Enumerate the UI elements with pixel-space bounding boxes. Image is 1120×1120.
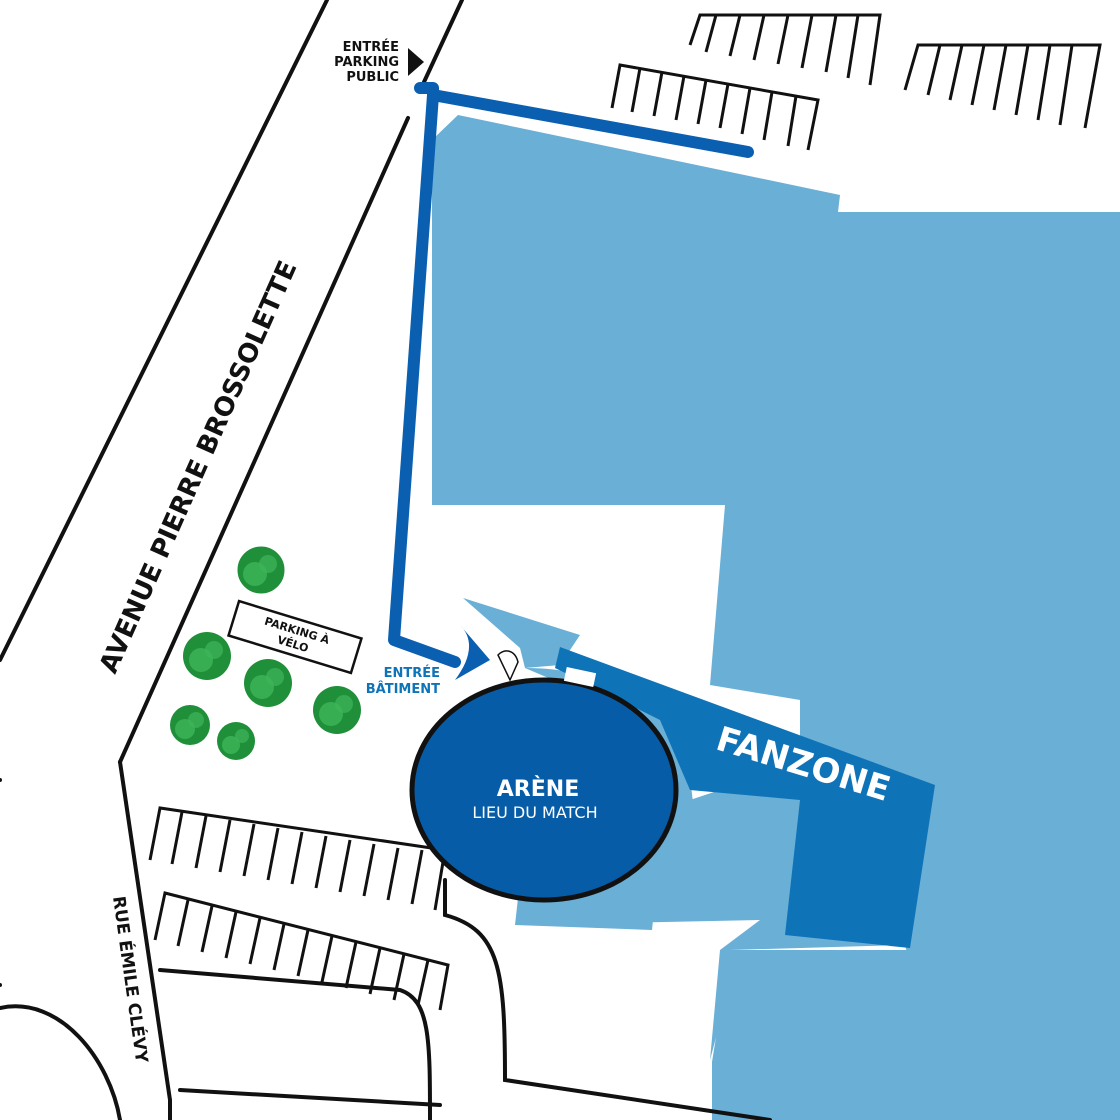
avenue-edge-left: [0, 0, 329, 662]
parking-lot-top-right: [610, 13, 1102, 151]
arena-title: ARÈNE: [497, 776, 579, 802]
tree-icon: [313, 686, 361, 734]
street-edge-right: [118, 760, 172, 1120]
tree-icon: [217, 722, 255, 760]
lower-site-area: [712, 950, 1120, 1120]
tree-icon: [244, 659, 292, 707]
parking-road-edge: [443, 878, 772, 1120]
building-entrance-line2: BÂTIMENT: [366, 681, 440, 697]
parking-entrance-line2: PARKING: [334, 55, 399, 70]
parking-entrance-line1: ENTRÉE: [343, 39, 399, 55]
fanzone-area: [555, 647, 935, 948]
inner-road-edge: [158, 968, 432, 1120]
parking-entrance-line3: PUBLIC: [346, 70, 399, 85]
tree-icon: [183, 632, 231, 680]
tree-icon: [236, 545, 286, 595]
parking-entrance-label: ENTRÉE PARKING PUBLIC: [334, 39, 399, 85]
avenue-edge-right: [118, 116, 410, 764]
building-entrance-line1: ENTRÉE: [384, 665, 440, 681]
entrance-wedge-area: [463, 598, 580, 668]
arena-subtitle: LIEU DU MATCH: [472, 803, 597, 822]
parking-lot-bottom-left: [148, 806, 450, 1011]
arena: [409, 667, 679, 903]
parking-entrance-arrow-icon: [408, 48, 424, 76]
tree-icon: [170, 705, 210, 745]
roundabout-edge: [0, 1004, 122, 1120]
roads: [0, 0, 772, 1120]
trees: [170, 545, 361, 760]
building-entrance-label: ENTRÉE BÂTIMENT: [366, 665, 440, 697]
walking-route: [388, 82, 754, 680]
route-arrow-head: [455, 625, 490, 680]
door-icon: [497, 650, 519, 682]
